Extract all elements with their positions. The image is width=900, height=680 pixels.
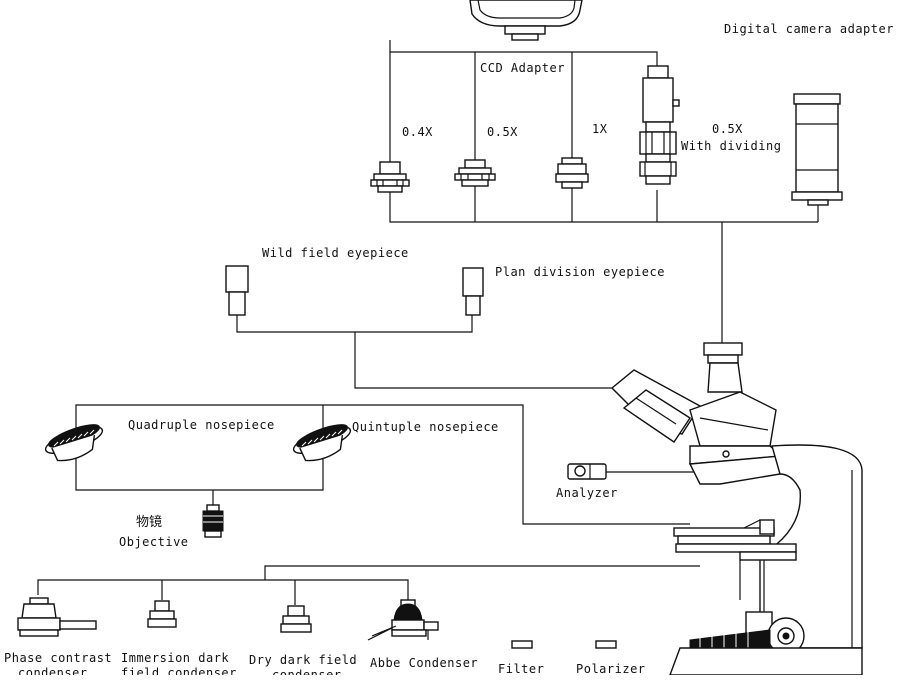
ccd-camera-icon (469, 0, 583, 41)
abbe-condenser-label: Abbe Condenser (370, 656, 478, 670)
mag-04x-label: 0.4X (402, 125, 433, 139)
objective-icon (202, 504, 224, 538)
connector-lines (37, 40, 819, 605)
labels: Digital camera adapter CCD Adapter 0.4X … (4, 22, 894, 680)
wide-field-eyepiece-label: Wild field eyepiece (262, 246, 409, 260)
analyzer-label: Analyzer (556, 486, 618, 500)
quintuple-nosepiece-icon (292, 424, 352, 462)
dry-dark-field-condenser-icon (280, 605, 312, 633)
quadruple-nosepiece-icon (44, 424, 104, 462)
mag-05x-dividing-label: 0.5X (712, 122, 743, 136)
with-dividing-label: With dividing (681, 139, 781, 153)
phase-contrast-condenser-icon (17, 597, 97, 637)
adapter-05x-dividing-icon (639, 65, 680, 185)
analyzer-icon (567, 463, 607, 480)
plan-division-eyepiece-icon (462, 267, 484, 316)
immersion-dark-label-2: field condenser (121, 666, 237, 675)
adapter-05x-icon (454, 159, 496, 187)
polarizer-label: Polarizer (576, 662, 646, 675)
plan-division-eyepiece-label: Plan division eyepiece (495, 265, 665, 279)
mag-1x-label: 1X (592, 122, 608, 136)
immersion-dark-label: Immersion dark (121, 651, 229, 665)
dry-dark-field-label-2: condenser (272, 668, 342, 675)
abbe-condenser-icon (367, 599, 439, 641)
ccd-adapter-label: CCD Adapter (480, 61, 565, 75)
microscope-body-icon (610, 342, 863, 676)
quintuple-nosepiece-label: Quintuple nosepiece (352, 420, 499, 434)
polarizer-icon (595, 640, 617, 649)
phase-contrast-label: Phase contrast (4, 651, 112, 665)
objective-label: Objective (119, 535, 189, 549)
digital-camera-adapter-label: Digital camera adapter (724, 22, 894, 36)
phase-contrast-label-2: condenser (18, 666, 88, 675)
mag-05x-label: 0.5X (487, 125, 518, 139)
quadruple-nosepiece-label: Quadruple nosepiece (128, 418, 275, 432)
filter-label: Filter (498, 662, 544, 675)
adapter-04x-icon (370, 161, 410, 193)
filter-icon (511, 640, 533, 649)
wide-field-eyepiece-icon (225, 265, 249, 316)
immersion-dark-field-condenser-icon (147, 600, 177, 628)
dry-dark-field-label: Dry dark field (249, 653, 357, 667)
digital-camera-adapter-icon (791, 93, 843, 206)
adapter-1x-icon (555, 157, 589, 189)
objective-cn-label: 物镜 (136, 515, 162, 530)
